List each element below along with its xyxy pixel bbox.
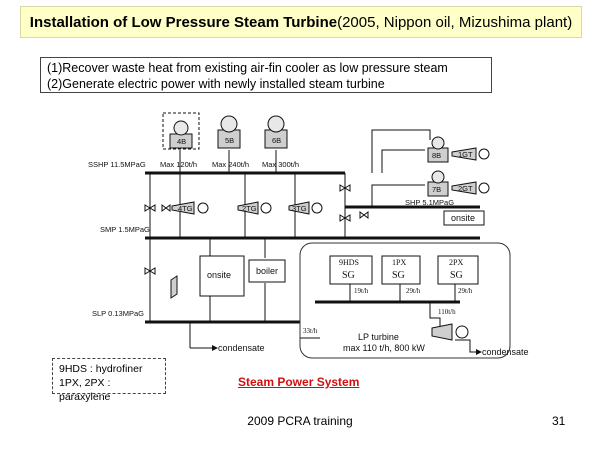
steam-generator-2px-sub: SG <box>450 270 463 281</box>
steam-generator-9hds-label: 9HDS <box>339 258 359 267</box>
boiler-6b: 6B <box>264 115 288 149</box>
boiler-mid-box <box>248 259 286 283</box>
steam-generator-1px-label: 1PX <box>392 258 406 267</box>
legend-item-paraxylene: 1PX, 2PX : paraxylene <box>59 377 111 403</box>
boiler-4b-capacity: Max 120t/h <box>160 160 197 169</box>
page-number: 31 <box>552 414 566 428</box>
gas-turbine-2gt-label: 2GT <box>458 184 473 193</box>
boiler-6b-capacity: Max 300t/h <box>262 160 299 169</box>
lp-turbine-name: LP turbine <box>358 332 399 342</box>
boiler-4b: 4B <box>162 112 200 150</box>
gas-turbine-2gt: 2GT <box>451 181 490 195</box>
sshp-header-label: SSHP 11.5MPaG <box>88 160 146 169</box>
shp-header-label: SHP 5.1MPaG <box>405 198 454 207</box>
slp-header-label: SLP 0.13MPaG <box>92 309 144 318</box>
turbine-3tg-label: 3TG <box>292 204 307 213</box>
boiler-8b: 8B <box>427 136 449 163</box>
turbine-2tg: 2TG <box>237 201 272 215</box>
steam-generator-2px-label: 2PX <box>449 258 463 267</box>
condensate-left-arrow-icon <box>212 345 218 351</box>
valves <box>144 184 369 275</box>
boiler-7b: 7B <box>427 170 449 197</box>
header-flow-label: 110t/h <box>438 308 456 316</box>
boiler-7b-label: 7B <box>432 185 441 194</box>
boiler-5b-label: 5B <box>225 136 234 145</box>
key-point-1: (1)Recover waste heat from existing air-… <box>47 61 448 75</box>
key-points-box: (1)Recover waste heat from existing air-… <box>40 57 492 93</box>
air-fin-cooler-icon <box>170 275 178 299</box>
steam-generator-9hds-flow: 19t/h <box>354 287 369 295</box>
steam-generator-9hds: 9HDS SG 19t/h <box>329 255 373 295</box>
legend-item-hydrofiner: 9HDS : hydrofiner <box>59 363 143 375</box>
slide-title-bold: Installation of Low Pressure Steam Turbi… <box>29 13 338 31</box>
boiler-8b-label: 8B <box>432 151 441 160</box>
slide-title-rest: (2005, Nippon oil, Mizushima plant) <box>337 13 573 31</box>
onsite-mid-label: onsite <box>207 270 231 280</box>
gas-turbine-1gt-label: 1GT <box>458 150 473 159</box>
slide-title: Installation of Low Pressure Steam Turbi… <box>20 6 582 38</box>
boiler-6b-label: 6B <box>272 136 281 145</box>
onsite-right-label: onsite <box>451 213 475 223</box>
condensate-right-label: condensate <box>482 347 529 357</box>
steam-generator-1px-sub: SG <box>392 270 405 281</box>
lp-turbine-spec: max 110 t/h, 800 kW <box>343 343 425 353</box>
boiler-mid-label: boiler <box>256 266 278 276</box>
legend-box: 9HDS : hydrofiner 1PX, 2PX : paraxylene <box>52 358 166 403</box>
turbine-4tg-label: 4TG <box>178 204 193 213</box>
turbine-4tg: 4TG <box>171 201 209 215</box>
steam-generator-9hds-sub: SG <box>342 270 355 281</box>
smp-header-label: SMP 1.5MPaG <box>100 225 150 234</box>
boiler-4b-label: 4B <box>177 137 186 146</box>
steam-generator-2px: 2PX SG 29t/h <box>437 255 479 295</box>
lp-turbine <box>431 323 469 341</box>
steam-generator-1px-flow: 29t/h <box>406 287 421 295</box>
diagram-caption[interactable]: Steam Power System <box>238 375 360 389</box>
boiler-5b: 5B <box>217 115 241 149</box>
footer-text: 2009 PCRA training <box>247 414 353 428</box>
turbine-2tg-label: 2TG <box>242 204 257 213</box>
steam-generator-1px: 1PX SG 29t/h <box>381 255 421 295</box>
key-point-2: (2)Generate electric power with newly in… <box>47 77 385 91</box>
onsite-right-box <box>443 210 485 226</box>
condensate-right-arrow-icon <box>476 349 482 355</box>
boiler-5b-capacity: Max 240t/h <box>212 160 249 169</box>
gas-turbine-1gt: 1GT <box>451 147 490 161</box>
steam-generator-2px-flow: 29t/h <box>458 287 473 295</box>
condensate-left-label: condensate <box>218 343 265 353</box>
turbine-3tg: 3TG <box>288 201 323 215</box>
onsite-mid-box <box>199 255 245 297</box>
slp-flow-label: 33t/h <box>303 327 318 335</box>
